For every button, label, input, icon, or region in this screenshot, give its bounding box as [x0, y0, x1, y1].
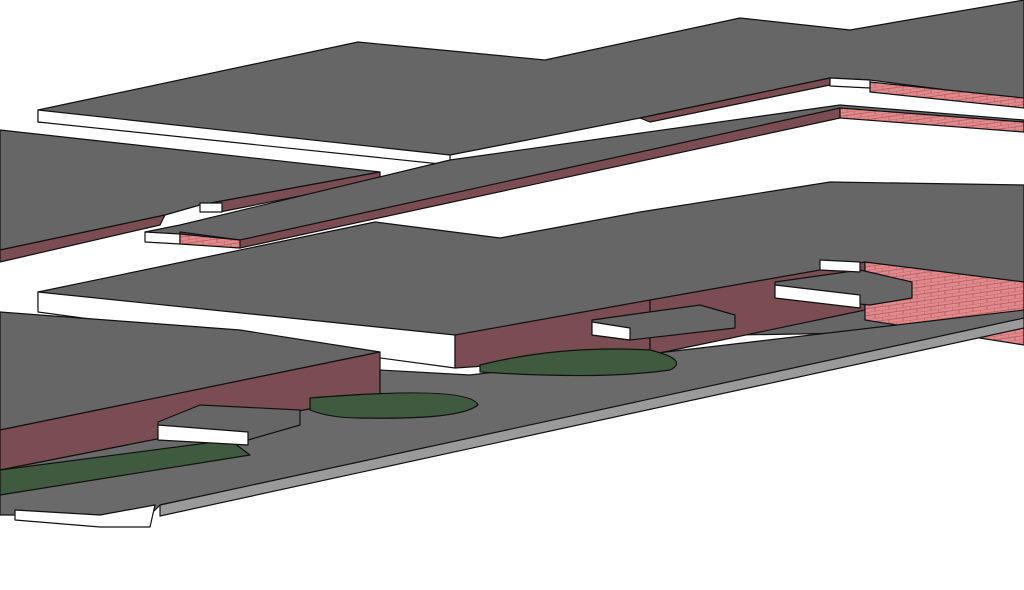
upper-floor-slab — [37, 0, 1024, 166]
site-ground — [0, 309, 1024, 528]
upper-walkway — [144, 104, 1024, 249]
lawn-areas — [0, 348, 678, 496]
entrance-canopies — [157, 259, 913, 446]
upper-left-slab — [0, 129, 381, 263]
